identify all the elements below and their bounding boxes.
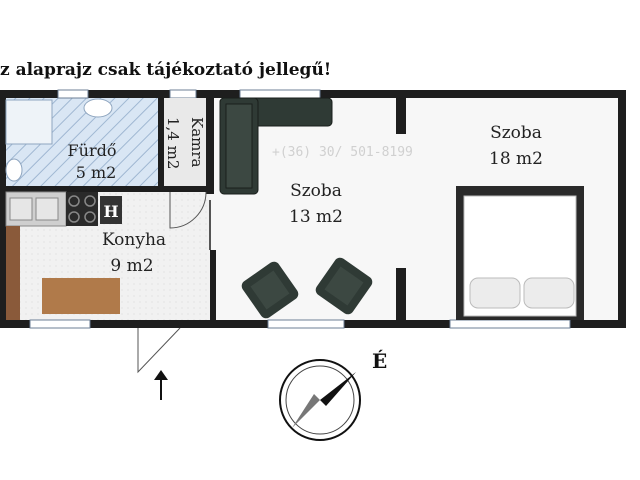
logo-letter: H <box>103 202 118 221</box>
sink-basin-2 <box>35 197 59 221</box>
watermark-phone: +(36) 30/ 501-8199 <box>272 145 413 160</box>
pantry-name: Kamra <box>188 117 206 168</box>
room-large-name: Szoba <box>490 123 542 143</box>
kitchen-area: 9 m2 <box>110 256 153 276</box>
armchair-right <box>315 257 373 315</box>
doors <box>137 191 211 374</box>
toilet <box>5 158 23 182</box>
pantry-area: 1,4 m2 <box>164 117 182 169</box>
room-large-area: 18 m2 <box>489 149 543 169</box>
sofa <box>219 97 333 195</box>
compass-north-label: É <box>372 349 387 373</box>
room-small-area: 13 m2 <box>289 207 343 227</box>
kitchen-name: Konyha <box>102 230 166 250</box>
kitchen-side-cabinet <box>6 226 20 320</box>
stove-burners <box>68 195 96 223</box>
entrance-arrow <box>154 370 168 400</box>
bathroom-area: 5 m2 <box>76 163 117 182</box>
pantry-floor <box>164 98 206 186</box>
disclaimer-text: z alaprajz csak tájékoztató jellegű! <box>0 60 332 80</box>
logo-box <box>100 196 122 224</box>
sink <box>83 98 113 118</box>
compass: É <box>279 349 387 441</box>
dining-table <box>42 278 120 314</box>
armchair-left <box>241 261 299 319</box>
bathroom-name: Fürdő <box>68 141 117 160</box>
room-small-name: Szoba <box>290 181 342 201</box>
bed <box>456 186 584 320</box>
shower-tray <box>5 99 53 145</box>
sink-basin-1 <box>9 197 33 221</box>
